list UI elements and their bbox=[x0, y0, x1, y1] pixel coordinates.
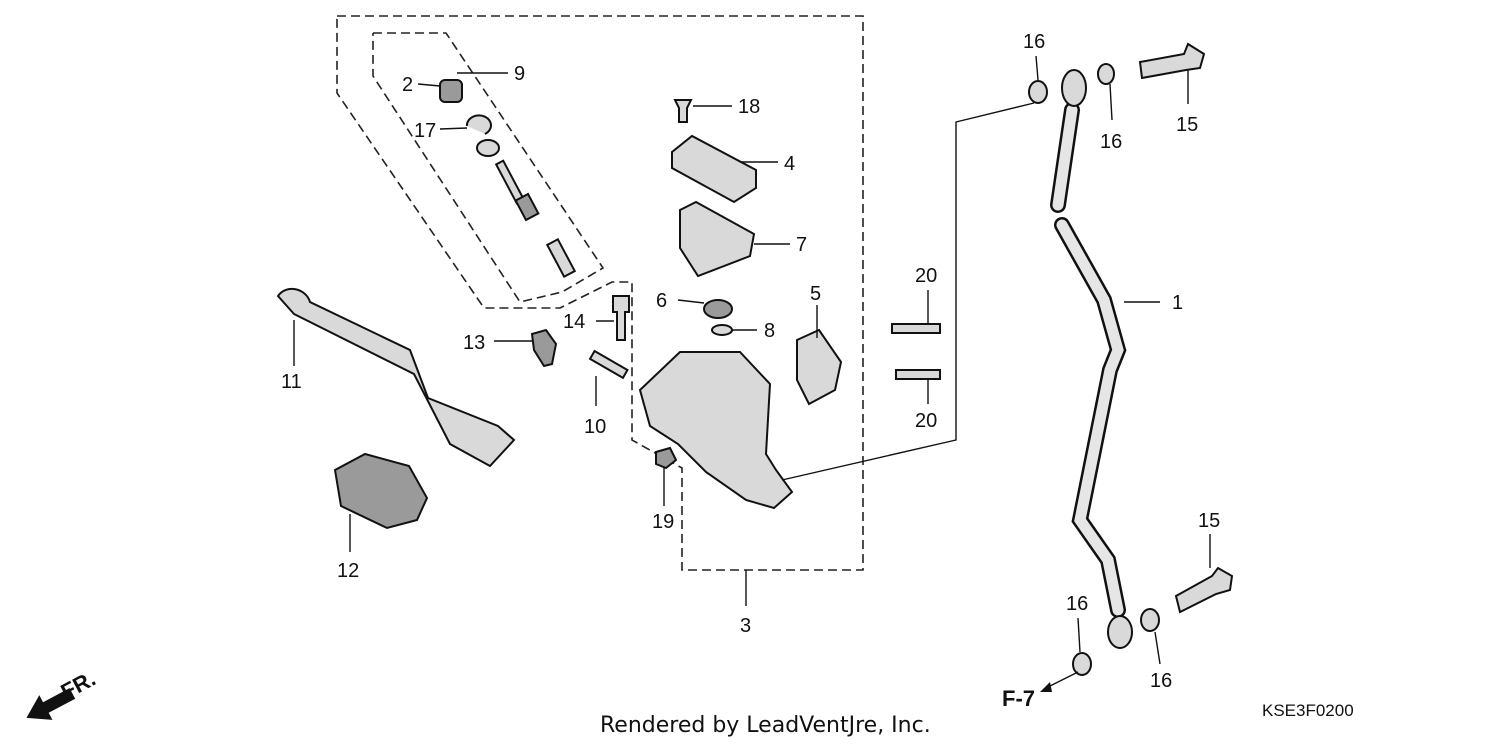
part-16-washer-d bbox=[1140, 608, 1160, 632]
part-20-bolt-upper bbox=[891, 323, 941, 334]
callout-5: 5 bbox=[810, 283, 821, 305]
callout-13: 13 bbox=[463, 332, 485, 354]
part-15-bolt-lower bbox=[1174, 566, 1234, 614]
part-20-bolt-lower bbox=[895, 369, 941, 380]
assembly-3-boundary bbox=[336, 15, 864, 571]
piston-cup bbox=[476, 139, 500, 157]
callout-4: 4 bbox=[784, 153, 795, 175]
piston-body bbox=[514, 192, 540, 222]
part-14-pivot-bolt bbox=[612, 295, 630, 341]
piston-rod bbox=[494, 159, 526, 205]
callout-16-c: 16 bbox=[1066, 593, 1088, 615]
callout-20-upper: 20 bbox=[915, 265, 937, 287]
part-16-washer-c bbox=[1072, 652, 1092, 676]
callout-9: 9 bbox=[514, 63, 525, 85]
part-16-washer-b bbox=[1097, 63, 1115, 85]
part-19-nut bbox=[655, 446, 678, 470]
part-4-reservoir-cap bbox=[671, 134, 757, 204]
part-15-bolt-upper bbox=[1138, 42, 1206, 80]
piston-set-9 bbox=[439, 79, 577, 279]
part-3-master-cylinder-body bbox=[638, 351, 794, 510]
footer-credit: Rendered by LeadVentJre, Inc. bbox=[600, 713, 931, 738]
part-11-brake-lever bbox=[276, 287, 516, 468]
hose-upper-eye bbox=[1061, 69, 1087, 107]
hose-lower-eye bbox=[1107, 615, 1133, 649]
leader-lines bbox=[293, 55, 1211, 692]
callout-16-d: 16 bbox=[1150, 670, 1172, 692]
part-2-boot bbox=[439, 79, 463, 103]
part-8-ring bbox=[711, 324, 733, 336]
part-7-diaphragm bbox=[679, 200, 756, 278]
part-18-screw bbox=[673, 99, 693, 123]
callout-16-b: 16 bbox=[1100, 131, 1122, 153]
assembly-9-boundary bbox=[372, 32, 605, 303]
callout-2: 2 bbox=[402, 74, 413, 96]
callout-16-a: 16 bbox=[1023, 31, 1045, 53]
section-reference: F-7 bbox=[1002, 686, 1035, 711]
reservoir-cover-parts bbox=[671, 99, 757, 278]
part-12-lever-cover bbox=[333, 452, 429, 530]
part-6-float bbox=[703, 299, 733, 319]
callout-8: 8 bbox=[764, 320, 775, 342]
callout-11: 11 bbox=[281, 371, 302, 393]
diagram-code: KSE3F0200 bbox=[1262, 701, 1354, 720]
callout-15-upper: 15 bbox=[1176, 114, 1198, 136]
callout-14: 14 bbox=[563, 311, 585, 333]
front-direction-arrow-icon bbox=[26, 688, 76, 720]
callout-19: 19 bbox=[652, 511, 674, 533]
part-17-clip bbox=[465, 114, 492, 135]
callout-17: 17 bbox=[414, 120, 436, 142]
callout-18: 18 bbox=[738, 96, 760, 118]
callout-10: 10 bbox=[584, 416, 606, 438]
callout-6: 6 bbox=[656, 290, 667, 312]
part-10-spring bbox=[588, 349, 629, 380]
part-13-nut bbox=[530, 328, 558, 368]
callout-20-lower: 20 bbox=[915, 410, 937, 432]
callout-7: 7 bbox=[796, 234, 807, 256]
callout-1: 1 bbox=[1172, 292, 1183, 314]
callout-3: 3 bbox=[740, 615, 751, 637]
callout-12: 12 bbox=[337, 560, 359, 582]
piston-spring bbox=[545, 237, 577, 279]
part-16-washer-a bbox=[1028, 80, 1048, 104]
part-5-holder bbox=[796, 328, 843, 406]
callout-15-lower: 15 bbox=[1198, 510, 1220, 532]
